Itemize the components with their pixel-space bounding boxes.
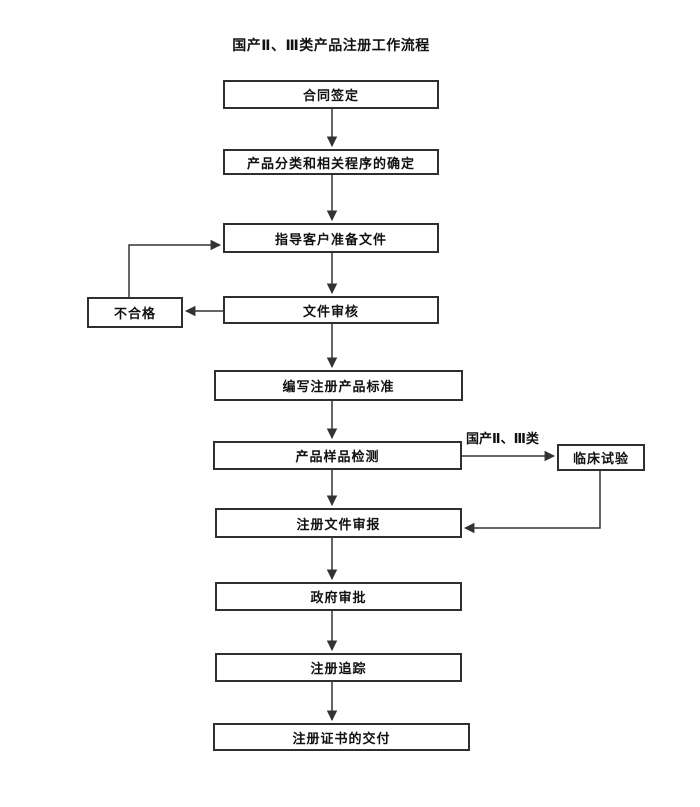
node-guide-docs: 指导客户准备文件 [223, 223, 439, 253]
node-clinical-trial: 临床试验 [557, 444, 645, 471]
node-cert-delivery-label: 注册证书的交付 [292, 731, 391, 747]
node-doc-review-label: 文件审核 [302, 304, 359, 320]
node-doc-submission: 注册文件审报 [215, 508, 462, 538]
node-write-standards: 编写注册产品标准 [214, 370, 463, 401]
node-sample-testing: 产品样品检测 [213, 441, 462, 470]
node-unqualified: 不合格 [87, 297, 183, 328]
node-doc-submission-label: 注册文件审报 [296, 517, 381, 533]
node-contract: 合同签定 [223, 80, 439, 109]
node-classification-label: 产品分类和相关程序的确定 [246, 156, 415, 172]
arrow-clinical-trial-to-doc-submission [463, 471, 601, 534]
node-clinical-trial-label: 临床试验 [572, 452, 629, 467]
node-sample-testing-label: 产品样品检测 [295, 450, 380, 465]
node-classification: 产品分类和相关程序的确定 [223, 149, 439, 175]
node-contract-label: 合同签定 [302, 89, 359, 104]
node-gov-approval: 政府审批 [215, 582, 462, 611]
node-reg-tracking: 注册追踪 [215, 653, 462, 682]
page-title: 国产Ⅱ、Ⅲ类产品注册工作流程 [232, 38, 430, 54]
arrow-unqualified-to-guide-docs [128, 239, 222, 297]
branch-condition-label: 国产Ⅱ、Ⅲ类 [466, 432, 539, 447]
node-doc-review: 文件审核 [223, 296, 439, 324]
node-cert-delivery: 注册证书的交付 [213, 723, 470, 751]
node-gov-approval-label: 政府审批 [310, 591, 367, 606]
node-unqualified-label: 不合格 [113, 307, 156, 322]
node-reg-tracking-label: 注册追踪 [310, 662, 367, 677]
node-write-standards-label: 编写注册产品标准 [282, 380, 395, 395]
node-guide-docs-label: 指导客户准备文件 [274, 232, 387, 248]
